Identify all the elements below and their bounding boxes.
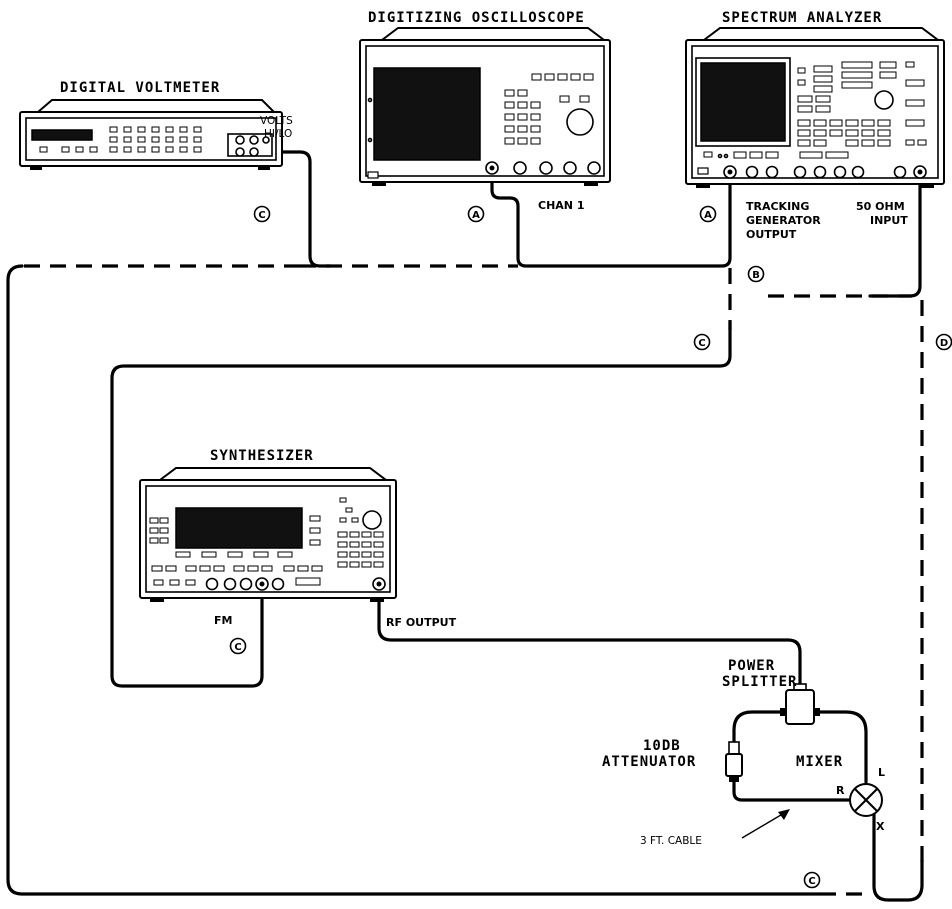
svg-text:C: C: [808, 876, 815, 887]
attenuator-label-1: 10DB: [643, 738, 681, 754]
oscilloscope-chan1-label: CHAN 1: [538, 199, 584, 212]
splitter-label-2: SPLITTER: [722, 674, 797, 690]
cable-c-outer-loop: [6, 264, 822, 896]
oscilloscope-title: DIGITIZING OSCILLOSCOPE: [368, 10, 585, 26]
marker-a-scope: A: [467, 205, 485, 223]
marker-c-bottom: C: [803, 871, 821, 889]
analyzer-tg-label-3: OUTPUT: [746, 228, 797, 241]
voltmeter-title: DIGITAL VOLTMETER: [60, 80, 220, 96]
marker-d: D: [935, 333, 952, 351]
svg-text:A: A: [472, 210, 480, 221]
marker-a-analyzer: A: [699, 205, 717, 223]
mixer-label: MIXER: [796, 754, 843, 770]
analyzer-input-label-1: 50 OHM: [856, 200, 905, 213]
marker-c-fm: C: [229, 637, 247, 655]
svg-text:A: A: [704, 210, 712, 221]
cable-b-input-drop: [868, 176, 922, 298]
svg-text:B: B: [752, 270, 760, 281]
mixer-port-r-label: R: [836, 784, 845, 797]
analyzer-tg-label-1: TRACKING: [746, 200, 809, 213]
attenuator: [725, 741, 743, 782]
mixer-port-l-label: L: [878, 766, 885, 779]
analyzer-title: SPECTRUM ANALYZER: [722, 10, 882, 26]
marker-c-tracking: C: [693, 333, 711, 351]
cable-rf-to-splitter: [377, 588, 802, 688]
synthesizer-fm-label: FM: [214, 614, 232, 627]
attenuator-label-2: ATTENUATOR: [602, 754, 696, 770]
svg-text:C: C: [234, 642, 241, 653]
cable-attenuator-to-mixer-r: [732, 778, 854, 802]
analyzer-input-label-2: INPUT: [870, 214, 908, 227]
synthesizer: [139, 467, 397, 602]
voltmeter-port-label-1: VOLTS: [260, 115, 293, 127]
cable-c-tg-to-fm: [110, 320, 732, 688]
digitizing-oscilloscope: [359, 27, 611, 186]
voltmeter-port-label-2: HI/LO: [264, 128, 292, 140]
power-splitter: [780, 683, 820, 725]
marker-c-voltmeter: C: [253, 205, 271, 223]
cable-splitter-loop: [732, 710, 788, 744]
digital-voltmeter: [19, 99, 283, 170]
cable-a-scope-to-analyzer: [490, 170, 732, 268]
cable-note-label: 3 FT. CABLE: [640, 835, 702, 847]
splitter-label-1: POWER: [728, 658, 775, 674]
synthesizer-rf-label: RF OUTPUT: [386, 616, 457, 629]
marker-b: B: [747, 265, 765, 283]
svg-text:D: D: [940, 338, 948, 349]
synthesizer-title: SYNTHESIZER: [210, 448, 314, 464]
svg-text:C: C: [258, 210, 265, 221]
cable-splitter-to-mixer-l: [812, 710, 868, 784]
mixer-symbol: [849, 783, 883, 817]
mixer-port-x-label: X: [876, 820, 885, 833]
cable-d-to-mixer: [872, 798, 924, 902]
cable-c-voltmeter: [280, 150, 332, 268]
cable-note-arrow: [741, 809, 790, 839]
spectrum-analyzer: [685, 27, 945, 188]
svg-text:C: C: [698, 338, 705, 349]
analyzer-tg-label-2: GENERATOR: [746, 214, 821, 227]
